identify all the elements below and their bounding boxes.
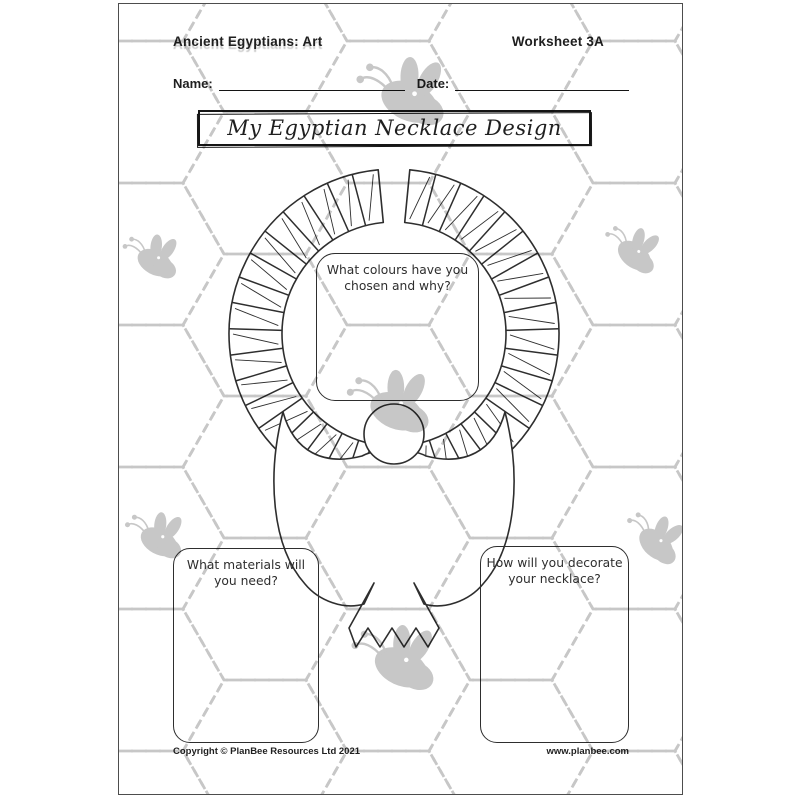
footer-row: Copyright © PlanBee Resources Ltd 2021 w… — [173, 746, 629, 757]
page-title: My Egyptian Necklace Design — [227, 116, 562, 140]
decorate-question-text: How will you decorate your necklace? — [486, 556, 623, 586]
date-label: Date: — [416, 76, 450, 91]
name-input-line[interactable] — [218, 76, 405, 91]
decorate-question-box[interactable]: How will you decorate your necklace? — [480, 546, 629, 743]
worksheet-number: Worksheet 3A — [511, 34, 604, 49]
header-row: Ancient Egyptians: Art Worksheet 3A — [173, 34, 604, 49]
title-box: My Egyptian Necklace Design — [198, 110, 591, 146]
copyright-text: Copyright © PlanBee Resources Ltd 2021 — [173, 746, 361, 757]
falcon-head — [363, 403, 425, 465]
website-text: www.planbee.com — [546, 746, 629, 757]
name-label: Name: — [173, 76, 213, 91]
colours-question-text: What colours have you chosen and why? — [326, 263, 469, 293]
course-title: Ancient Egyptians: Art — [173, 34, 323, 49]
date-input-line[interactable] — [455, 76, 629, 91]
colours-question-box[interactable]: What colours have you chosen and why? — [316, 253, 479, 401]
worksheet-page: Ancient Egyptians: Art Worksheet 3A Name… — [118, 3, 683, 795]
name-date-row: Name: Date: — [173, 76, 629, 91]
materials-question-box[interactable]: What materials will you need? — [173, 548, 319, 743]
bee-icon — [605, 226, 659, 274]
materials-question-text: What materials will you need? — [186, 558, 306, 588]
bee-icon — [122, 234, 177, 279]
bee-icon — [351, 625, 434, 691]
